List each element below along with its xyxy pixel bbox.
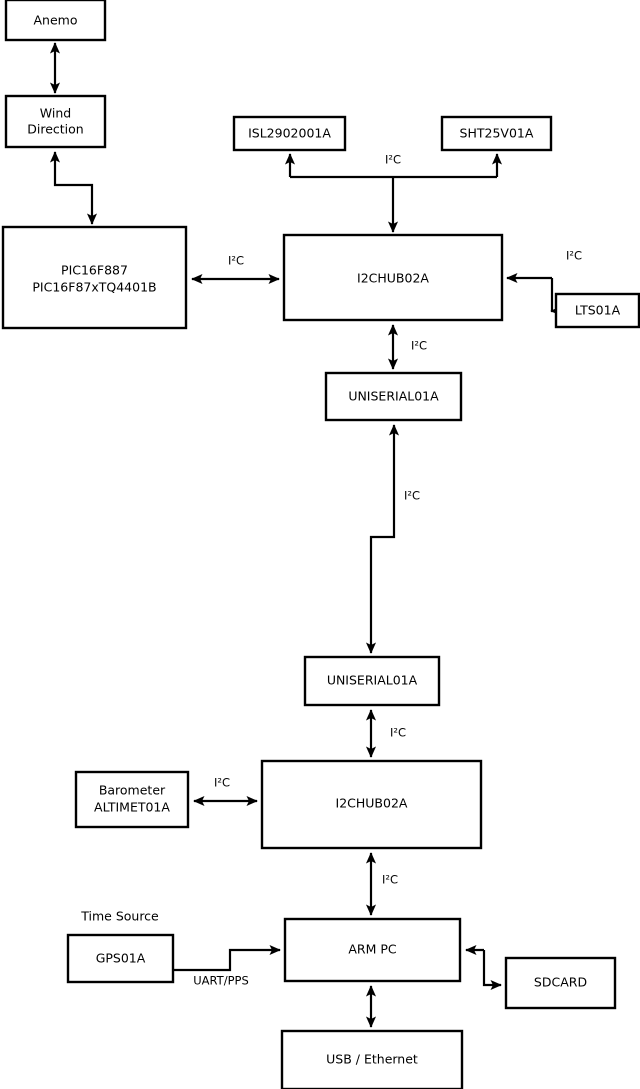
edge-gps-armpc bbox=[173, 944, 281, 972]
node-uniserial01a-top-label: UNISERIAL01A bbox=[348, 389, 439, 404]
node-usb-ethernet-label: USB / Ethernet bbox=[326, 1052, 418, 1067]
label-i2c-sensor-bus: I²C bbox=[385, 153, 401, 167]
node-lts01a[interactable]: LTS01A bbox=[554, 292, 640, 329]
node-sht25v01a-label: SHT25V01A bbox=[460, 126, 534, 141]
edge-armpc-sdcard-out bbox=[482, 950, 502, 991]
node-isl2902001a-label: ISL2902001A bbox=[248, 126, 331, 141]
label-i2c-hub-uniserial-top: I²C bbox=[411, 339, 427, 353]
node-i2chub02a-bottom-label: I2CHUB02A bbox=[336, 796, 408, 811]
connectors bbox=[49, 42, 562, 1028]
node-wind-direction-label-line2: Direction bbox=[27, 122, 83, 137]
node-sdcard-label: SDCARD bbox=[534, 975, 587, 990]
node-i2chub02a-bottom[interactable]: I2CHUB02A bbox=[260, 759, 483, 850]
label-time-source: Time Source bbox=[80, 909, 159, 924]
node-usb-ethernet[interactable]: USB / Ethernet bbox=[280, 1029, 464, 1089]
node-arm-pc-label: ARM PC bbox=[348, 942, 397, 957]
node-pic-mcu[interactable]: PIC16F887 PIC16F87xTQ4401B bbox=[1, 225, 188, 330]
node-i2chub02a-top[interactable]: I2CHUB02A bbox=[282, 233, 504, 322]
node-gps01a-label: GPS01A bbox=[96, 951, 146, 966]
node-barometer-label-line1: Barometer bbox=[99, 783, 166, 798]
node-gps01a[interactable]: GPS01A bbox=[66, 933, 175, 984]
node-uniserial01a-bottom[interactable]: UNISERIAL01A bbox=[303, 655, 441, 707]
edge-hubtop-lts-out bbox=[550, 278, 562, 317]
node-uniserial01a-bottom-label: UNISERIAL01A bbox=[327, 673, 418, 688]
node-barometer[interactable]: Barometer ALTIMET01A bbox=[74, 770, 190, 829]
node-i2chub02a-top-label: I2CHUB02A bbox=[357, 271, 429, 286]
label-uart-pps: UART/PPS bbox=[193, 974, 249, 988]
label-i2c-hub-armpc: I²C bbox=[382, 873, 398, 887]
node-isl2902001a[interactable]: ISL2902001A bbox=[232, 115, 347, 152]
label-i2c-pic-hub: I²C bbox=[228, 254, 244, 268]
edge-pic-wind bbox=[49, 151, 98, 225]
node-anemo-label: Anemo bbox=[34, 13, 78, 28]
node-wind-direction-label-line1: Wind bbox=[40, 106, 71, 121]
node-uniserial01a-top[interactable]: UNISERIAL01A bbox=[324, 371, 463, 422]
label-i2c-uniserial-hub-bottom: I²C bbox=[390, 726, 406, 740]
node-arm-pc[interactable]: ARM PC bbox=[283, 917, 462, 983]
node-anemo[interactable]: Anemo bbox=[4, 0, 107, 42]
node-wind-direction[interactable]: Wind Direction bbox=[4, 94, 107, 149]
edge-unitop-unibottom bbox=[365, 424, 400, 654]
label-i2c-uniserial-link: I²C bbox=[404, 489, 420, 503]
node-pic-mcu-label-line2: PIC16F87xTQ4401B bbox=[32, 280, 156, 295]
node-barometer-label-line2: ALTIMET01A bbox=[94, 800, 170, 815]
node-lts01a-label: LTS01A bbox=[575, 303, 621, 318]
edge-labels: I²C I²C I²C I²C I²C I²C I²C I²C UART/PPS… bbox=[80, 153, 582, 988]
label-i2c-barometer: I²C bbox=[214, 776, 230, 790]
label-i2c-lts: I²C bbox=[566, 249, 582, 263]
node-sht25v01a[interactable]: SHT25V01A bbox=[440, 115, 553, 152]
node-pic-mcu-label-line1: PIC16F887 bbox=[61, 263, 128, 278]
node-sdcard[interactable]: SDCARD bbox=[504, 956, 617, 1010]
